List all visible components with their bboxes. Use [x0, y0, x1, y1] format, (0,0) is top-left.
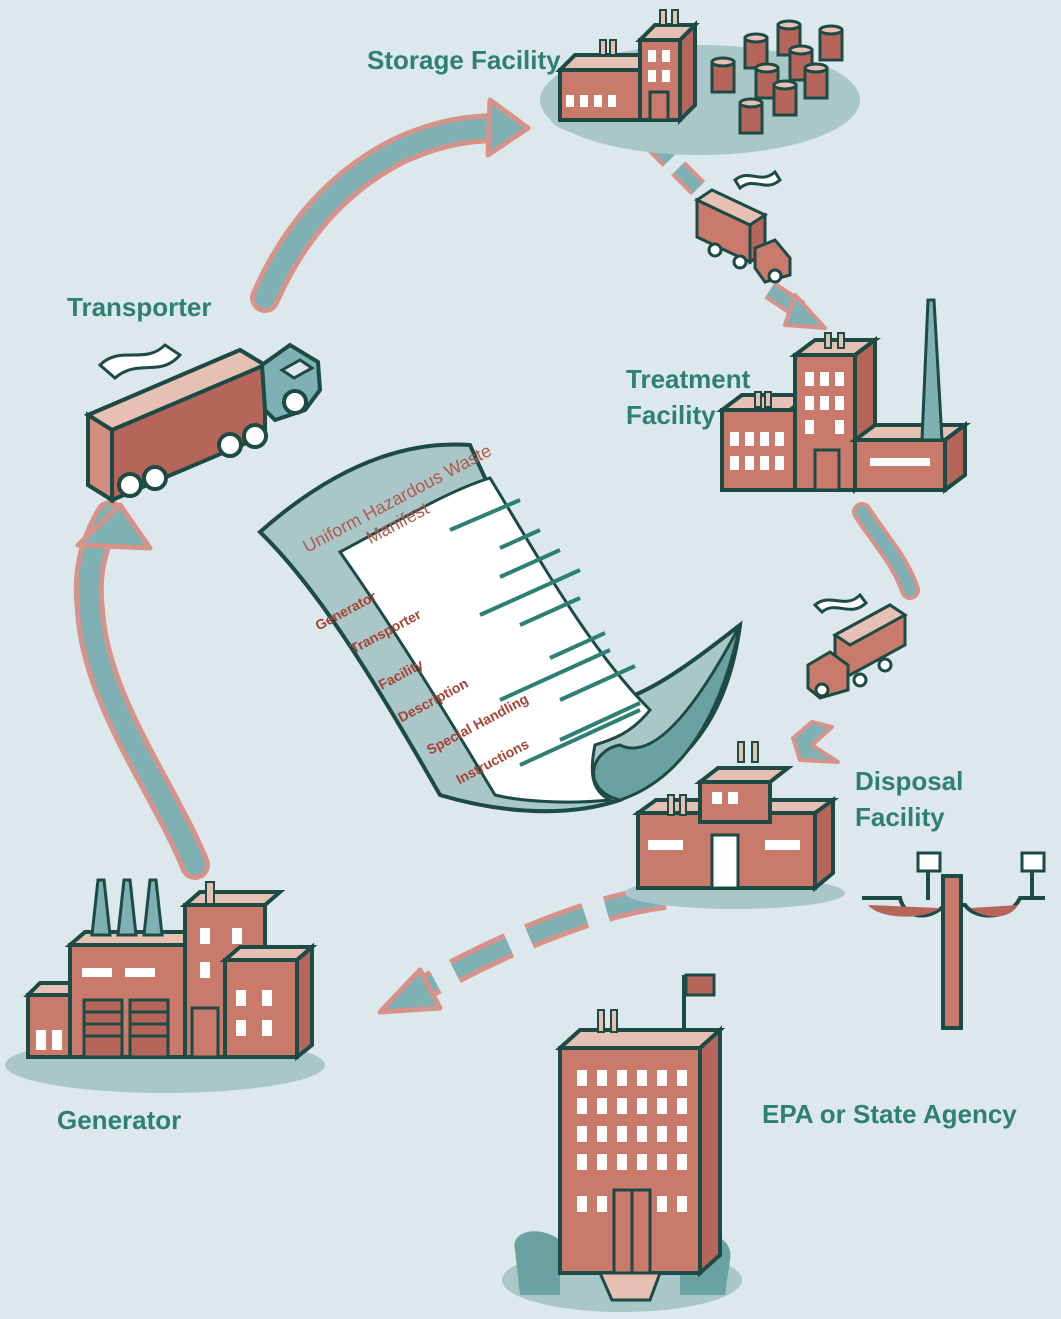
- generator-factory-illustration: [5, 878, 325, 1093]
- disposal-facility-label-line-2: Facility: [855, 802, 945, 832]
- generator-label: Generator: [57, 1105, 182, 1135]
- treatment-facility-illustration: [716, 298, 971, 494]
- truck-treatment-to-disposal: [806, 592, 908, 700]
- transporter-truck-illustration: [83, 342, 323, 504]
- transporter-label: Transporter: [67, 292, 212, 322]
- agency-label: EPA or State Agency: [762, 1099, 1017, 1129]
- storage-facility-illustration: [540, 9, 860, 155]
- arrow-treatment-to-truck: [852, 502, 920, 600]
- treatment-facility-label-line-1: Treatment: [626, 364, 751, 394]
- arrow-disposal-to-generator: [377, 884, 667, 1015]
- arrow-truck-to-treatment: [764, 281, 827, 330]
- treatment-facility-label-line-2: Facility: [626, 400, 716, 430]
- truck-storage-to-treatment: [693, 169, 792, 284]
- arrow-truck-to-disposal: [791, 720, 840, 764]
- storage-facility-label: Storage Facility: [367, 45, 561, 75]
- disposal-facility-label-line-1: Disposal: [855, 766, 964, 796]
- monitoring-well-illustration: [862, 851, 1046, 1030]
- disposal-facility-illustration: [625, 741, 845, 909]
- manifest-document: Uniform Hazardous Waste Manifest Generat…: [257, 440, 743, 814]
- manifest-field-lines: [449, 498, 641, 767]
- arrow-transporter-to-storage: [250, 97, 531, 313]
- arrow-generator-to-transporter: [73, 500, 210, 880]
- agency-building-illustration: [502, 973, 742, 1312]
